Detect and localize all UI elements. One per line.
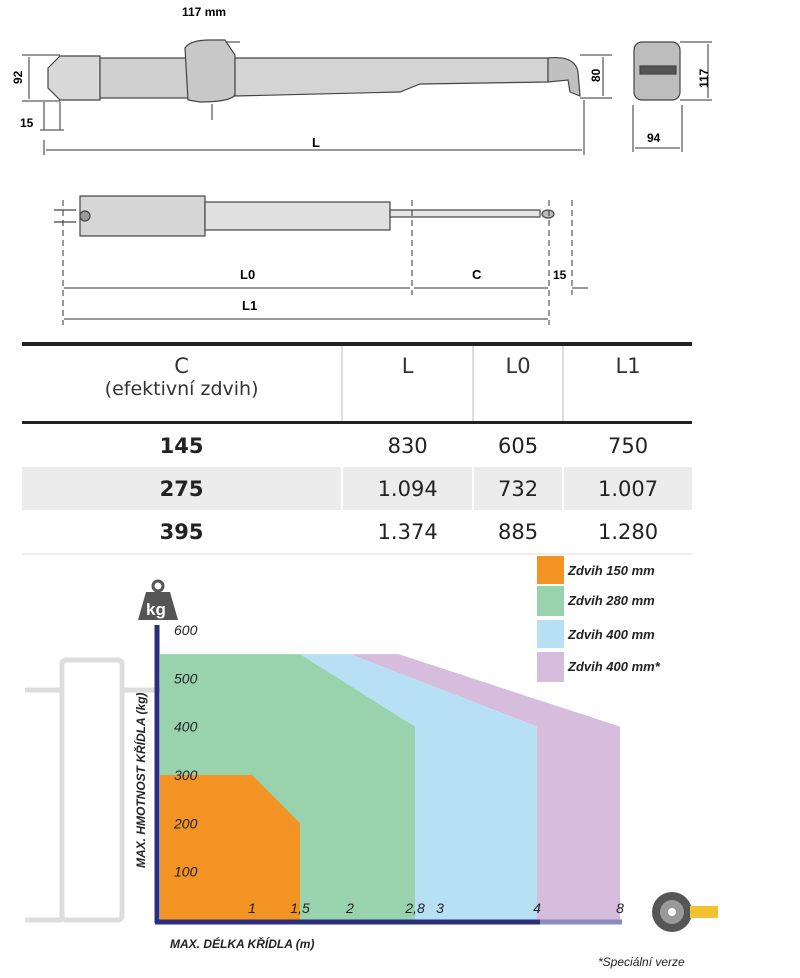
x-tick-label: 1 [248, 900, 256, 916]
dimensions-table: C(efektivní zdvih) L L0 L1 145 830 605 7… [22, 342, 692, 555]
area-series-4 [350, 654, 620, 920]
y-tick-label: 400 [174, 719, 198, 735]
x-tick-label: 2 [345, 900, 354, 916]
dim-end-width: 94 [647, 131, 661, 145]
legend-label: Zdvih 400 mm [567, 627, 655, 642]
dim-length: L [312, 135, 320, 150]
x-tick-label: 4 [533, 900, 541, 916]
cell-l0: 732 [472, 467, 564, 510]
dim-height-left: 92 [11, 70, 25, 84]
weight-icon-label: kg [146, 600, 166, 619]
y-axis-label: MAX. HMOTNOST KŘÍDLA (kg) [133, 692, 148, 868]
dim-end-height: 117 [697, 68, 711, 88]
y-tick-label: 600 [174, 622, 198, 638]
dim-offset-right: 15 [553, 268, 567, 282]
gate-outline [25, 657, 160, 923]
cell-c: 395 [22, 510, 343, 555]
cell-l1: 750 [562, 422, 692, 467]
table-row: 275 1.094 732 1.007 [22, 467, 692, 510]
header-l0: L0 [472, 342, 564, 424]
legend-label: Zdvih 400 mm* [567, 659, 661, 674]
cell-l: 1.374 [341, 510, 474, 555]
cell-l1: 1.007 [562, 467, 692, 510]
table-header-row: C(efektivní zdvih) L L0 L1 [22, 342, 692, 424]
header-c-sublabel: (efektivní zdvih) [104, 378, 259, 400]
legend-swatch [537, 652, 564, 682]
footnote: *Speciální verze [598, 955, 685, 969]
y-tick-label: 300 [174, 767, 198, 783]
x-tick-label: 2,8 [404, 900, 425, 916]
legend-swatch [537, 586, 564, 616]
x-tick-label: 1,5 [290, 900, 310, 916]
area-series-3 [300, 654, 537, 920]
x-tick-label: 3 [436, 900, 444, 916]
dim-body-width: 117 mm [182, 5, 226, 19]
weight-icon: kg [138, 579, 178, 620]
dim-l0: L0 [240, 267, 255, 282]
actuator-side-view-drawing: 117 mm 92 15 L 80 117 94 [11, 5, 712, 155]
table-row: 145 830 605 750 [22, 422, 692, 467]
cell-l0: 605 [472, 422, 564, 467]
load-chart: 100 200 300 400 500 600 1 1,5 2 2,8 3 4 8 kg MAX. HM… [25, 556, 718, 969]
tape-measure-icon [652, 892, 718, 932]
x-tick-label: 8 [616, 900, 624, 916]
x-axis-label: MAX. DÉLKA KŘÍDLA (m) [170, 936, 314, 951]
table-row: 395 1.374 885 1.280 [22, 510, 692, 555]
dim-rod-height: 80 [589, 68, 603, 82]
cell-l1: 1.280 [562, 510, 692, 555]
area-series-1 [160, 775, 300, 920]
cell-l: 830 [341, 422, 474, 467]
y-tick-label: 100 [174, 864, 198, 880]
cell-l: 1.094 [341, 467, 474, 510]
cell-c: 275 [22, 467, 343, 510]
cell-l0: 885 [472, 510, 564, 555]
actuator-top-view-drawing: L0 C 15 L1 [54, 195, 588, 325]
header-c: C(efektivní zdvih) [22, 342, 343, 424]
legend-label: Zdvih 280 mm [567, 593, 655, 608]
y-tick-label: 500 [174, 670, 198, 686]
legend-swatch [537, 620, 564, 648]
dim-l1: L1 [242, 298, 257, 313]
header-l: L [341, 342, 474, 424]
legend-label: Zdvih 150 mm [567, 563, 655, 578]
legend-swatch [537, 556, 564, 584]
cell-c: 145 [159, 433, 204, 458]
header-l1: L1 [562, 342, 692, 424]
header-c-label: C [174, 354, 189, 378]
dim-c: C [472, 267, 482, 282]
y-tick-label: 200 [173, 815, 198, 831]
dim-offset-left: 15 [20, 116, 34, 130]
